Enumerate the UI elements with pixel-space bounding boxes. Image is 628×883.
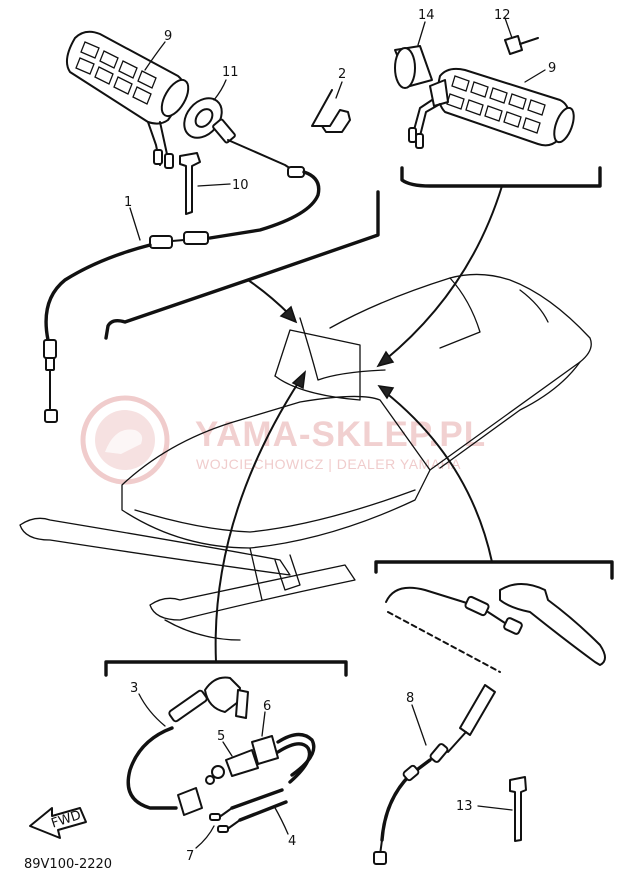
part-9-right-grip [408, 67, 575, 149]
part-9-left-grip [65, 30, 190, 169]
part-8-brake-cable [373, 684, 496, 865]
callout-3: 3 [130, 681, 138, 696]
part-2-clip [311, 89, 351, 133]
callout-9-left: 9 [164, 29, 172, 44]
callout-14: 14 [418, 8, 435, 23]
callout-numbers: 9 11 2 10 1 14 12 9 3 5 6 4 7 8 13 [124, 8, 556, 864]
callout-10: 10 [232, 178, 249, 193]
watermark-brand: YAMA-SKLEP.PL [195, 415, 486, 454]
callout-13: 13 [456, 799, 473, 814]
part-5-6-connector [205, 732, 316, 785]
watermark-dealer: WOJCIECHOWICZ | DEALER YAMAHA [196, 456, 461, 472]
callout-8: 8 [406, 691, 414, 706]
callout-12: 12 [494, 8, 511, 23]
leader-lines [129, 17, 546, 849]
callout-11: 11 [222, 65, 239, 80]
callout-5: 5 [217, 729, 225, 744]
group-brackets [104, 166, 614, 677]
part-13-cable-tie [509, 776, 527, 842]
part-12-screw [504, 35, 539, 55]
figure-code: 89V100-2220 [24, 857, 112, 872]
callout-9-right: 9 [548, 61, 556, 76]
pointer-arrows [214, 185, 503, 663]
part-4-7-leads [209, 788, 288, 833]
callout-6: 6 [263, 699, 271, 714]
brake-lever-group [385, 583, 606, 673]
watermark-logo [80, 395, 170, 485]
callout-4: 4 [288, 834, 296, 849]
callout-1: 1 [124, 195, 132, 210]
fwd-arrow: FWD [29, 807, 87, 839]
callout-7: 7 [186, 849, 194, 864]
snowmobile-illustration [19, 273, 592, 641]
part-3-switch-assembly [126, 676, 249, 816]
part-10-cable-tie [179, 152, 201, 215]
part-14-bushing [394, 45, 433, 89]
watermark: YAMA-SKLEP.PL WOJCIECHOWICZ | DEALER YAM… [80, 395, 486, 485]
callout-2: 2 [338, 67, 346, 82]
part-1-throttle-cable [43, 118, 321, 423]
